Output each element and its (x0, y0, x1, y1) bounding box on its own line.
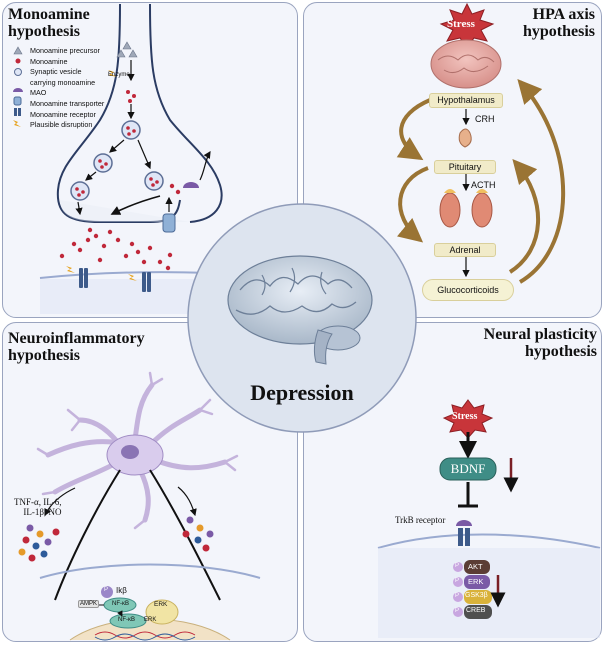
ampk-label: AMPK (78, 600, 100, 608)
cytokines-line1: TNF-α, IL-6, (14, 497, 62, 507)
akt-label: AKT (468, 562, 483, 571)
legend-monoamine: Monoamine (30, 56, 68, 66)
legend-vesicle-line2: carrying monoamine (30, 77, 96, 87)
hpa-stress-label: Stress (447, 18, 475, 30)
neuroinflammatory-title-line2: hypothesis (8, 347, 81, 364)
p-circle (101, 586, 113, 598)
legend-icons (13, 46, 23, 127)
legend-precursor: Monoamine precursor (30, 46, 100, 55)
legend-receptor: Monoamine receptor (30, 109, 96, 119)
plasticity-stress-label: Stress (452, 411, 478, 422)
hpa-title-line1: HPA axis (532, 6, 595, 23)
crh-label: CRH (475, 114, 495, 124)
gsk3b-label: GSK3β (465, 592, 488, 599)
center-circle (187, 203, 417, 433)
bdnf-label: BDNF (450, 461, 486, 476)
creb-label: CREB (466, 607, 486, 614)
brain-icon (227, 255, 373, 365)
hpa-title: HPA axis hypothesis (500, 6, 595, 40)
creb-p-label: P (455, 608, 460, 614)
erk-p-label: P (455, 578, 460, 584)
vesicle-icon (14, 68, 22, 76)
nfkb-label: NF-κB (112, 601, 129, 607)
acth-label: ACTH (471, 180, 496, 190)
hpa-title-line2: hypothesis (522, 23, 595, 40)
monoamine-title-line1: Monoamine (8, 6, 90, 23)
gsk-p-label: P (455, 593, 460, 599)
cytokines-label: TNF-α, IL-6, IL-1β, NO (14, 497, 61, 517)
microglia-illustration (18, 371, 261, 641)
erk-nuclear-label: ERK (144, 617, 157, 623)
glucocorticoids-box: Glucocorticoids (422, 279, 514, 301)
depression-title: Depression (250, 380, 354, 405)
plasticity-illustration (377, 399, 601, 638)
plasticity-title-line1: Neural plasticity (483, 326, 597, 343)
transporter-icon (13, 96, 22, 106)
legend-transporter: Monoamine transporter (30, 98, 105, 108)
monoamine-title: Monoamine hypothesis (8, 6, 90, 40)
pituitary-box: Pituitary (434, 160, 496, 174)
plasticity-erk-label: ERK (468, 577, 484, 586)
enzyme-label: Enzyme (108, 72, 130, 78)
neuroinflammatory-title-line1: Neuroinflammatory (8, 330, 145, 347)
plasticity-title-line2: hypothesis (524, 343, 597, 360)
nfkb-nuclear-label: NF-κB (118, 617, 135, 623)
plasticity-title: Neural plasticity hypothesis (430, 326, 597, 360)
hpa-illustration (396, 2, 566, 284)
precursor-icon (13, 46, 23, 55)
receptor-icon (14, 108, 17, 116)
ikb-label: Ikβ (116, 586, 127, 595)
legend-vesicle-line1: Synaptic vesicle (30, 67, 82, 77)
erk-label: ERK (154, 601, 168, 608)
trkb-receptor-label: TrkB receptor (395, 515, 446, 525)
ikb-p-label: P (104, 587, 109, 593)
legend-mao: MAO (30, 88, 47, 98)
monoamine-legend: Monoamine precursor Monoamine Synaptic v… (30, 46, 104, 131)
adrenal-box: Adrenal (434, 243, 496, 257)
disruption-icon (13, 120, 21, 127)
cytokines-line2: IL-1β, NO (23, 507, 62, 517)
monoamine-icon (15, 58, 21, 64)
hypothalamus-box: Hypothalamus (429, 93, 503, 108)
monoamine-title-line2: hypothesis (8, 23, 81, 40)
neuroinflammatory-title: Neuroinflammatory hypothesis (8, 330, 145, 364)
akt-p-label: P (455, 563, 460, 569)
mao-icon (13, 88, 23, 92)
legend-disruption: Plausible disruption (30, 120, 93, 130)
